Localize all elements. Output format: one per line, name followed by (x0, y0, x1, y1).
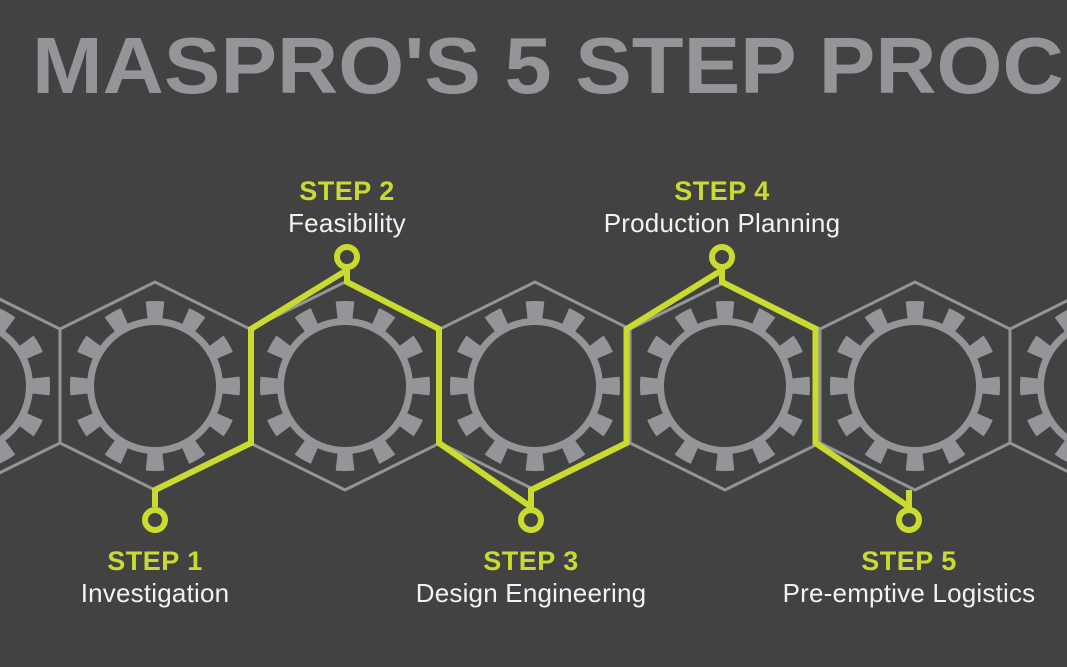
process-connector-line (152, 264, 912, 513)
gear-icon (1019, 309, 1067, 463)
step-5-node-marker[interactable] (896, 507, 922, 533)
hexagon-outline (1008, 299, 1067, 473)
gear-icons-layer (0, 300, 1067, 472)
step-2-node-marker[interactable] (334, 244, 360, 270)
gear-icon (259, 300, 431, 472)
gear-icon (829, 300, 1001, 472)
gear-icon (0, 308, 51, 464)
process-path-layer (152, 264, 912, 513)
step-node-markers-layer (142, 244, 922, 533)
step-3-node-marker[interactable] (518, 507, 544, 533)
gear-icon (639, 300, 811, 472)
gear-icon (449, 300, 621, 472)
page-title: MASPRO'S 5 STEP PROCESS (32, 21, 1067, 110)
step-1-node-marker[interactable] (142, 507, 168, 533)
gear-icon (69, 300, 241, 472)
step-4-node-marker[interactable] (709, 244, 735, 270)
